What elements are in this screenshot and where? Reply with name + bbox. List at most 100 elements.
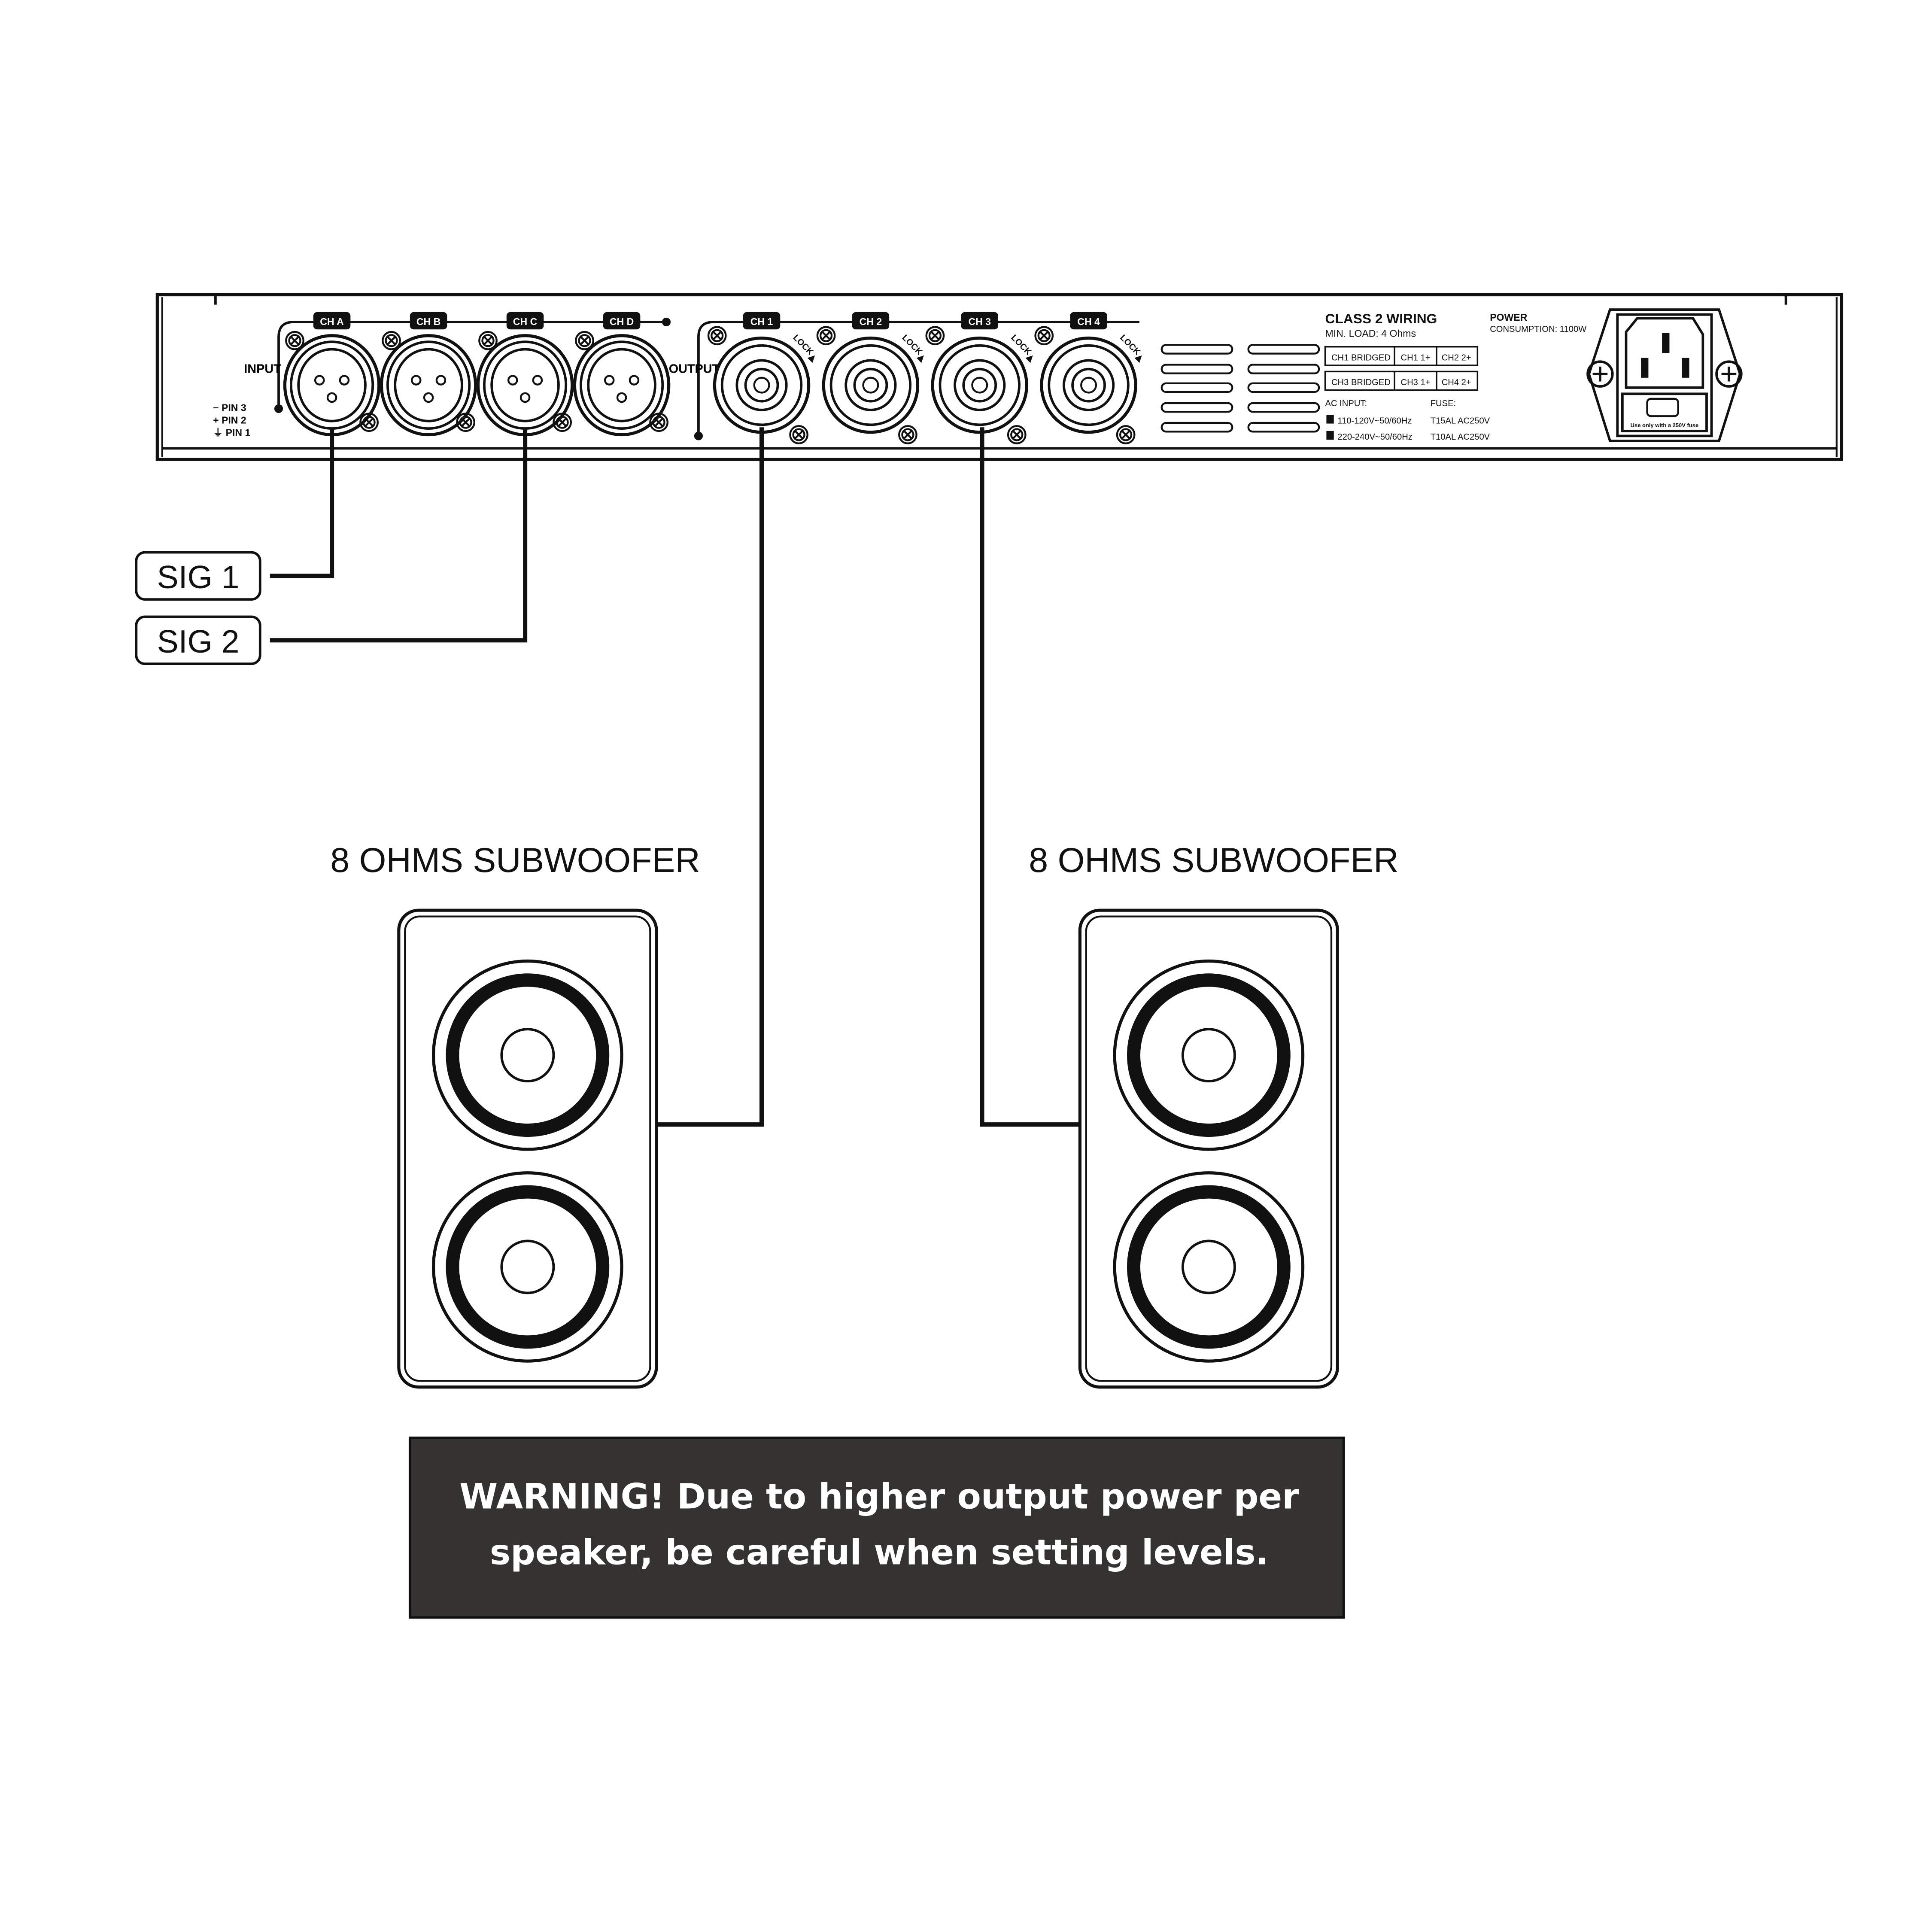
fuse-note: Use only with a 250V fuse bbox=[1631, 422, 1699, 428]
warning-line-2: speaker, be careful when setting levels. bbox=[490, 1532, 1269, 1573]
woofer-icon bbox=[432, 1171, 623, 1363]
screw-icon bbox=[789, 425, 808, 444]
xlr-input-3[interactable] bbox=[476, 331, 574, 437]
woofer-icon bbox=[1113, 959, 1305, 1151]
vent-slot bbox=[1160, 382, 1233, 393]
screw-icon bbox=[816, 326, 836, 346]
pin-legend: − PIN 3 + PIN 2 ⏚ PIN 1 bbox=[213, 402, 250, 438]
screw-icon bbox=[553, 413, 572, 432]
bridge-cell: CH1 BRIDGED bbox=[1331, 353, 1391, 362]
warning-line-1: WARNING! Due to higher output power per bbox=[459, 1476, 1299, 1517]
output-tag-2-text: CH 2 bbox=[860, 316, 882, 327]
xlr-input-4[interactable] bbox=[573, 331, 671, 437]
pin3-label: − PIN 3 bbox=[213, 402, 246, 413]
warning-box: WARNING! Due to higher output power per … bbox=[408, 1437, 1345, 1619]
output-tag-1: CH 1 bbox=[743, 312, 781, 330]
input-label: INPUT bbox=[244, 362, 281, 376]
power-inlet bbox=[1586, 308, 1743, 442]
power-title: POWER bbox=[1490, 312, 1527, 323]
input-tag-1: CH A bbox=[313, 312, 351, 330]
class2-title: CLASS 2 WIRING bbox=[1325, 311, 1437, 326]
min-load: MIN. LOAD: 4 Ohms bbox=[1325, 328, 1416, 339]
output-tag-2: CH 2 bbox=[852, 312, 890, 330]
output-tag-4-text: CH 4 bbox=[1077, 316, 1100, 327]
speaker2-label: 8 OHMS SUBWOOFER bbox=[1029, 841, 1398, 880]
cable-ch1-speaker1 bbox=[656, 427, 764, 1127]
output-label: OUTPUT bbox=[669, 362, 720, 376]
output-tag-1-text: CH 1 bbox=[750, 316, 773, 327]
input-tag-3-text: CH C bbox=[513, 316, 538, 327]
vent-slot bbox=[1247, 364, 1320, 374]
screw-icon bbox=[1116, 425, 1136, 444]
screw-icon bbox=[382, 331, 401, 350]
vent-slot bbox=[1160, 344, 1233, 355]
screw-icon bbox=[898, 425, 917, 444]
speakon-output-1[interactable] bbox=[707, 326, 811, 444]
screw-icon bbox=[456, 413, 475, 432]
input-tag-1-text: CH A bbox=[320, 316, 344, 327]
speakon-output-4[interactable] bbox=[1034, 326, 1137, 444]
vent-slot bbox=[1247, 344, 1320, 355]
input-tag-2-text: CH B bbox=[416, 316, 440, 327]
xlr-input-1[interactable] bbox=[283, 331, 381, 437]
ac-input-label: AC INPUT: bbox=[1325, 399, 1367, 408]
speakon-output-3[interactable] bbox=[925, 326, 1028, 444]
screw-icon bbox=[707, 326, 727, 346]
screw-icon bbox=[1007, 425, 1027, 444]
input-tag-3: CH C bbox=[506, 312, 544, 330]
output-tag-3-text: CH 3 bbox=[968, 316, 991, 327]
cable-sig1 bbox=[270, 427, 334, 578]
vent-slots bbox=[1160, 344, 1320, 433]
xlr-input-2[interactable] bbox=[380, 331, 477, 437]
screw-icon bbox=[478, 331, 498, 350]
xlr-inputs: CH A CH B CH C CH D bbox=[283, 312, 671, 437]
subwoofer-cabinet-1 bbox=[397, 908, 658, 1389]
sig1-label: SIG 1 bbox=[157, 559, 240, 595]
woofer-icon bbox=[1113, 1171, 1305, 1363]
vent-slot bbox=[1160, 422, 1233, 433]
bridge-cell: CH2 2+ bbox=[1442, 353, 1471, 362]
vent-slot bbox=[1160, 402, 1233, 413]
fuse-label: FUSE: bbox=[1431, 399, 1456, 408]
signal-source-1: SIG 1 bbox=[135, 551, 261, 601]
fuse-rating: T15AL AC250V bbox=[1431, 416, 1490, 426]
vent-slot bbox=[1160, 364, 1233, 374]
sig2-label: SIG 2 bbox=[157, 623, 240, 659]
vent-slot bbox=[1247, 382, 1320, 393]
cable-sig2 bbox=[270, 427, 528, 643]
bridge-cell: CH4 2+ bbox=[1442, 378, 1471, 387]
bridge-cell: CH1 1+ bbox=[1401, 353, 1431, 362]
input-tag-4: CH D bbox=[603, 312, 641, 330]
pin2-label: + PIN 2 bbox=[213, 415, 246, 426]
screw-icon bbox=[1034, 326, 1054, 346]
ac-voltage: 220-240V~50/60Hz bbox=[1337, 432, 1413, 442]
fuse-rating: T10AL AC250V bbox=[1431, 432, 1490, 442]
screw-icon bbox=[925, 326, 945, 346]
class2-info: CLASS 2 WIRING MIN. LOAD: 4 Ohms CH1 BRI… bbox=[1324, 311, 1586, 442]
screw-icon bbox=[1586, 360, 1614, 388]
bridge-cell: CH3 1+ bbox=[1401, 378, 1431, 387]
input-tag-4-text: CH D bbox=[610, 316, 634, 327]
screw-icon bbox=[649, 413, 668, 432]
screw-icon bbox=[1715, 360, 1743, 388]
cable-ch3-speaker2 bbox=[980, 427, 1080, 1127]
speakon-output-2[interactable] bbox=[816, 326, 920, 444]
woofer-icon bbox=[432, 959, 623, 1151]
power-consumption: CONSUMPTION: 1100W bbox=[1490, 325, 1586, 334]
cables bbox=[270, 427, 1080, 1127]
vent-slot bbox=[1247, 422, 1320, 433]
pin1-label: ⏚ PIN 1 bbox=[213, 427, 250, 438]
output-tag-4: CH 4 bbox=[1070, 312, 1107, 330]
screw-icon bbox=[575, 331, 594, 350]
speaker1-label: 8 OHMS SUBWOOFER bbox=[330, 841, 700, 880]
subwoofer-cabinet-2 bbox=[1078, 908, 1339, 1389]
screw-icon bbox=[359, 413, 379, 432]
bridge-cell: CH3 BRIDGED bbox=[1331, 378, 1391, 387]
ac-voltage: 110-120V~50/60Hz bbox=[1337, 416, 1412, 426]
vent-slot bbox=[1247, 402, 1320, 413]
output-tag-3: CH 3 bbox=[961, 312, 998, 330]
amplifier-rear-panel bbox=[155, 293, 1844, 461]
input-tag-2: CH B bbox=[410, 312, 447, 330]
